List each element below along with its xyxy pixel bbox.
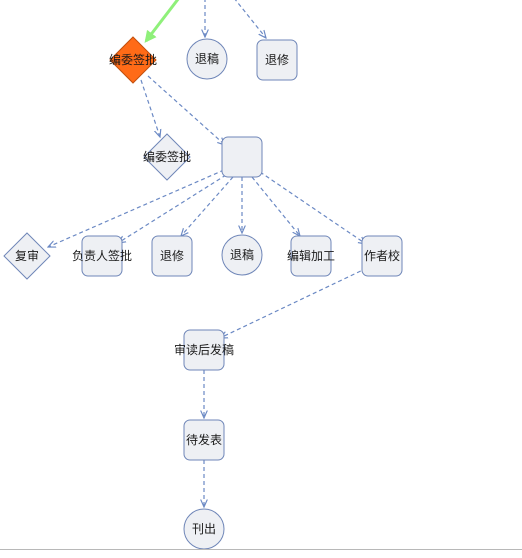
node-label: 待发表 <box>186 432 222 447</box>
node-label: 负责人签批 <box>72 248 132 263</box>
node-n-fushen[interactable]: 复审 <box>3 232 51 280</box>
edge-offscreen-a-to-n-bianwei-1[interactable] <box>144 0 182 43</box>
edge-n-hub-to-n-fuzeren[interactable] <box>118 174 227 243</box>
edge-n-bianwei-1-to-n-bianwei-2[interactable] <box>140 79 160 137</box>
edge-offscreen-c-to-n-tuixiu-1[interactable] <box>234 0 266 38</box>
node-label: 退稿 <box>230 247 254 262</box>
node-n-shendu[interactable]: 审读后发稿 <box>174 329 234 371</box>
node-label: 复审 <box>15 248 39 263</box>
node-label: 作者校 <box>364 248 400 263</box>
node-shape-diamond <box>3 232 51 280</box>
node-label: 编辑加工 <box>287 248 335 263</box>
node-shape-rect <box>290 235 332 277</box>
node-label: 刊出 <box>192 522 216 536</box>
node-label: 编委签批 <box>143 149 191 164</box>
edge-n-hub-to-n-fushen[interactable] <box>48 169 225 247</box>
node-label: 审读后发稿 <box>174 342 234 357</box>
node-label: 退修 <box>265 52 289 67</box>
node-n-bianwei-1[interactable]: 编委签批 <box>109 36 157 84</box>
node-n-fuzeren[interactable]: 负责人签批 <box>72 235 132 277</box>
edge-n-zuozhe-to-n-shendu[interactable] <box>220 267 368 338</box>
node-shape-rect <box>81 235 123 277</box>
node-n-zuozhe[interactable]: 作者校 <box>361 235 403 277</box>
node-n-tuigao-1[interactable]: 退稿 <box>186 38 228 80</box>
node-shape-rect <box>183 329 225 371</box>
node-shape-rect <box>361 235 403 277</box>
node-n-bianji[interactable]: 编辑加工 <box>287 235 335 277</box>
node-n-daifa[interactable]: 待发表 <box>183 419 225 461</box>
edge-n-hub-to-n-tuixiu-2[interactable] <box>181 176 234 236</box>
node-shape-diamond <box>109 36 157 84</box>
node-label: 编委签批 <box>109 52 157 67</box>
node-shape-rect <box>151 235 193 277</box>
node-label: 退修 <box>160 248 184 263</box>
node-label: 退稿 <box>195 51 219 66</box>
edge-n-hub-to-n-bianji[interactable] <box>251 176 300 236</box>
node-n-tuigao-2[interactable]: 退稿 <box>221 234 263 276</box>
edge-n-bianwei-1-to-n-hub[interactable] <box>147 75 225 145</box>
node-shape-circle <box>221 234 263 276</box>
nodes-layer: 编委签批退稿退修编委签批复审负责人签批退修退稿编辑加工作者校审读后发稿待发表刊出 <box>3 36 403 550</box>
edges-layer <box>48 0 368 507</box>
node-n-hub[interactable] <box>221 136 263 178</box>
edge-n-hub-to-n-zuozhe[interactable] <box>259 171 366 244</box>
node-shape-rect <box>256 39 298 81</box>
node-n-kanchu[interactable]: 刊出 <box>183 508 225 550</box>
node-shape-rect <box>221 136 263 178</box>
node-shape-rect <box>183 419 225 461</box>
node-n-tuixiu-1[interactable]: 退修 <box>256 39 298 81</box>
node-shape-diamond <box>143 133 191 181</box>
bottom-divider <box>0 549 522 550</box>
node-n-tuixiu-2[interactable]: 退修 <box>151 235 193 277</box>
node-shape-circle <box>186 38 228 80</box>
node-n-bianwei-2[interactable]: 编委签批 <box>143 133 191 181</box>
